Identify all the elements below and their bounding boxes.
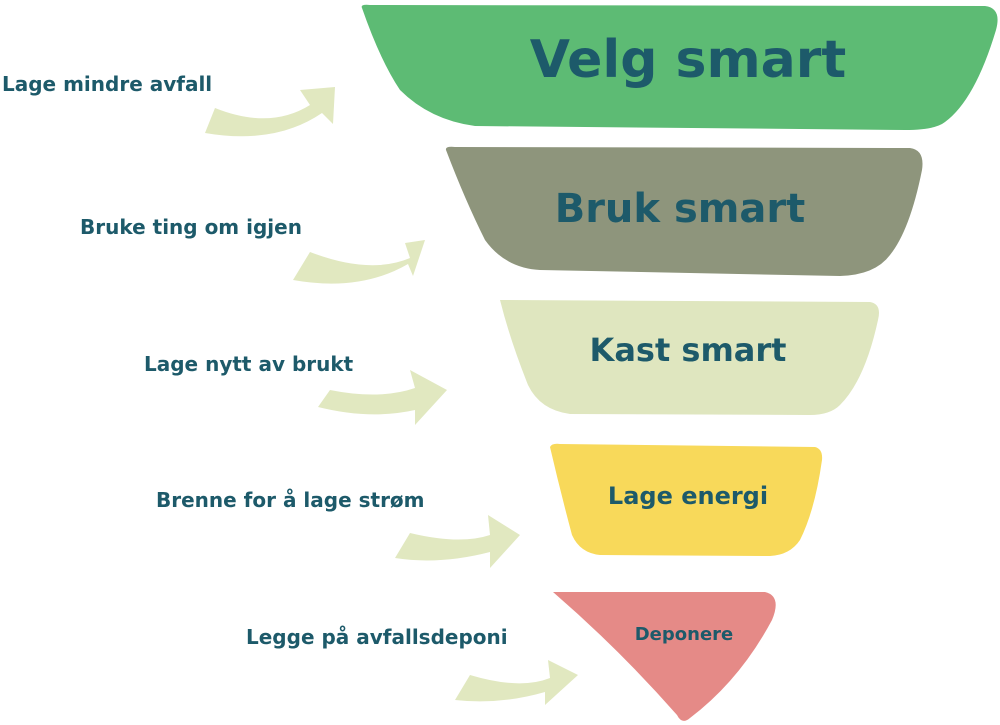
tier-shape-kast-smart — [500, 300, 879, 415]
tier-shape-velg-smart — [361, 4, 998, 130]
tier-label-velg-smart: Velg smart — [529, 30, 847, 90]
arrow-icon — [205, 87, 335, 137]
arrow-icon — [395, 515, 520, 568]
tier-label-deponere: Deponere — [634, 624, 734, 645]
action-label-brenne-for-a-lage-strom: Brenne for å lage strøm — [156, 488, 425, 512]
arrow-icon — [318, 370, 447, 425]
arrow-icon — [293, 240, 425, 284]
tier-shape-deponere — [553, 592, 776, 721]
tier-shape-bruk-smart — [445, 146, 923, 276]
action-label-legge-pa-avfallsdeponi: Legge på avfallsdeponi — [246, 625, 508, 649]
tier-label-lage-energi: Lage energi — [607, 482, 769, 510]
tier-label-kast-smart: Kast smart — [589, 331, 787, 369]
tier-shape-lage-energi — [550, 443, 823, 556]
action-label-lage-mindre-avfall: Lage mindre avfall — [2, 72, 213, 96]
tier-label-bruk-smart: Bruk smart — [554, 186, 806, 232]
arrow-icon — [455, 660, 578, 705]
action-label-lage-nytt-av-brukt: Lage nytt av brukt — [144, 352, 354, 376]
action-label-bruke-ting-om-igjen: Bruke ting om igjen — [80, 215, 302, 239]
